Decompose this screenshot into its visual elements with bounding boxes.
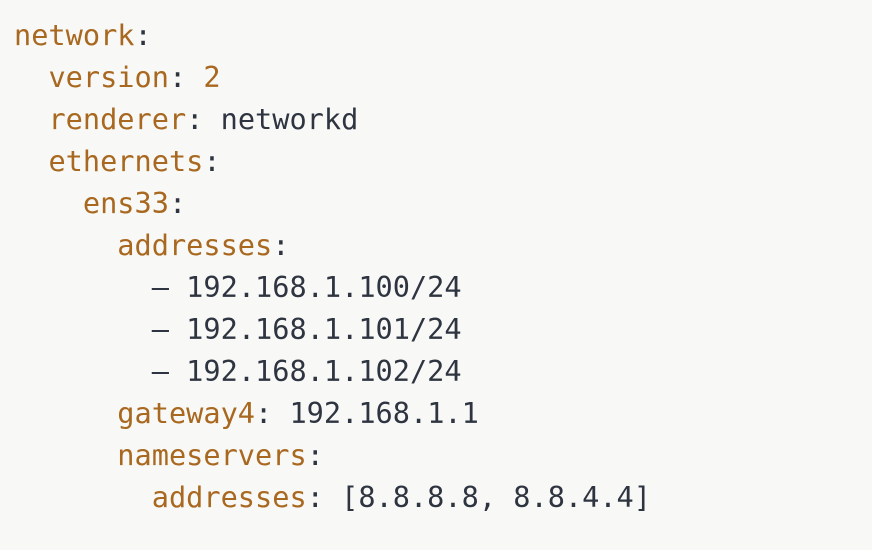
- token-indent: [14, 228, 117, 262]
- yaml-colon: :: [168, 186, 187, 220]
- code-line[interactable]: gateway4: 192.168.1.1: [14, 392, 872, 434]
- token-indent: [14, 144, 48, 178]
- yaml-key: nameservers: [117, 438, 307, 472]
- token-dash-gap: [169, 312, 186, 346]
- yaml-value: 192.168.1.101/24: [186, 312, 462, 346]
- token-indent: [14, 102, 48, 136]
- code-line[interactable]: nameservers:: [14, 434, 872, 476]
- code-line[interactable]: – 192.168.1.101/24: [14, 308, 872, 350]
- yaml-colon: :: [306, 438, 324, 472]
- yaml-value: 192.168.1.100/24: [186, 270, 462, 304]
- yaml-key: ethernets: [48, 144, 204, 178]
- code-line[interactable]: – 192.168.1.100/24: [14, 266, 872, 308]
- yaml-colon: :: [306, 480, 324, 514]
- code-line[interactable]: ens33:: [14, 182, 872, 224]
- yaml-colon: :: [186, 102, 204, 136]
- yaml-key: renderer: [48, 102, 187, 136]
- yaml-value: 2: [203, 60, 221, 94]
- token-dash-gap: [169, 270, 186, 304]
- token-indent: [14, 312, 152, 346]
- list-dash-marker: –: [151, 354, 169, 388]
- code-line[interactable]: addresses: [8.8.8.8, 8.8.4.4]: [14, 476, 872, 518]
- yaml-value: networkd: [220, 102, 359, 136]
- list-dash-marker: –: [151, 312, 169, 346]
- token-gap: [203, 102, 220, 136]
- token-indent: [14, 438, 117, 472]
- yaml-colon: :: [203, 144, 221, 178]
- code-line[interactable]: renderer: networkd: [14, 98, 872, 140]
- token-indent: [14, 270, 152, 304]
- code-line[interactable]: – 192.168.1.102/24: [14, 350, 872, 392]
- code-line[interactable]: addresses:: [14, 224, 872, 266]
- token-gap: [272, 396, 289, 430]
- code-line[interactable]: version: 2: [14, 56, 872, 98]
- token-gap: [324, 480, 341, 514]
- list-dash-marker: –: [151, 270, 169, 304]
- token-indent: [14, 480, 152, 514]
- token-indent: [14, 186, 83, 220]
- yaml-key: network: [14, 18, 135, 52]
- yaml-colon: :: [255, 396, 273, 430]
- token-indent: [14, 354, 152, 388]
- yaml-colon: :: [272, 228, 290, 262]
- token-gap: [186, 60, 203, 94]
- token-indent: [14, 60, 48, 94]
- yaml-key: ens33: [82, 186, 169, 220]
- yaml-key: version: [48, 60, 169, 94]
- yaml-value: 192.168.1.1: [289, 396, 479, 430]
- token-indent: [14, 396, 117, 430]
- code-line[interactable]: ethernets:: [14, 140, 872, 182]
- yaml-key: addresses: [117, 228, 273, 262]
- yaml-key: gateway4: [117, 396, 256, 430]
- yaml-value: [8.8.8.8, 8.8.4.4]: [341, 480, 651, 514]
- yaml-key: addresses: [151, 480, 307, 514]
- token-dash-gap: [169, 354, 186, 388]
- yaml-colon: :: [134, 18, 152, 52]
- yaml-value: 192.168.1.102/24: [186, 354, 462, 388]
- yaml-colon: :: [168, 60, 187, 94]
- code-line[interactable]: network:: [14, 14, 872, 56]
